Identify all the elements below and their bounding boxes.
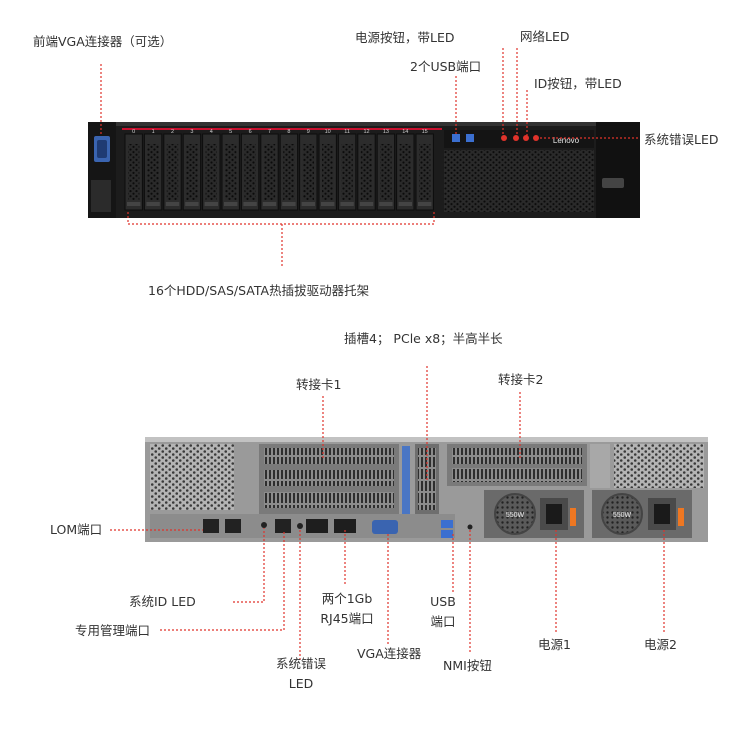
- id-button-icon: [523, 135, 529, 141]
- drive-bay: 10: [318, 129, 337, 211]
- network-led-icon: [513, 135, 519, 141]
- label-lom: LOM端口: [50, 522, 103, 537]
- psu-2: 550W: [592, 490, 692, 538]
- drive-bay-number: 14: [402, 129, 408, 135]
- label-front-vga: 前端VGA连接器（可选）: [33, 34, 173, 49]
- drive-bay-number: 4: [210, 129, 213, 135]
- front-vga-connector-icon: [94, 136, 110, 162]
- drive-bay-number: 9: [307, 129, 310, 135]
- label-rear-usb-line2: 端口: [430, 614, 456, 629]
- label-rear-error-led-line2: LED: [288, 676, 314, 691]
- label-riser2: 转接卡2: [498, 372, 544, 387]
- mgmt-port-icon: [275, 519, 291, 533]
- label-slot4: 插槽4； PCle x8；半高半长: [344, 331, 503, 346]
- label-system-id-led: 系统ID LED: [129, 594, 196, 609]
- label-rear-vga: VGA连接器: [357, 646, 422, 661]
- drive-bay-number: 13: [383, 129, 389, 135]
- label-rear-error-led: 系统错误 LED: [270, 656, 332, 692]
- leader-system-id-led: [233, 528, 265, 603]
- label-power-button: 电源按钮，带LED: [355, 30, 455, 45]
- lom-port-icon: [203, 519, 219, 533]
- label-psu2: 电源2: [644, 637, 677, 652]
- drive-bay-number: 0: [132, 129, 135, 135]
- drive-bay-number: 8: [287, 129, 290, 135]
- lenovo-logo: Lenovo: [553, 136, 580, 145]
- nmi-button-icon: [467, 524, 473, 530]
- drive-bay: 5: [221, 129, 240, 211]
- rj45-port-2-icon: [334, 519, 356, 533]
- label-rj45-line1: 两个1Gb: [321, 591, 373, 606]
- drive-bay: 15: [415, 129, 434, 211]
- rear-usb-port-2-icon: [441, 530, 453, 538]
- svg-text:550W: 550W: [613, 512, 632, 519]
- label-rear-usb-line1: USB: [430, 594, 456, 609]
- psu-1: 550W: [484, 490, 584, 538]
- drive-bay: 12: [357, 129, 376, 211]
- drive-bay: 13: [376, 129, 396, 211]
- label-drive-bays: 16个HDD/SAS/SATA热插拔驱动器托架: [148, 283, 370, 298]
- label-network-led: 网络LED: [520, 29, 570, 44]
- front-right-ear: [596, 122, 640, 218]
- rear-vga-connector-icon: [372, 520, 398, 534]
- svg-text:550W: 550W: [506, 512, 525, 519]
- leader-drive-bays: [127, 212, 435, 225]
- rear-usb-port-icon: [441, 520, 453, 528]
- system-error-led-rear-icon: [297, 523, 303, 529]
- front-usb-port-icon: [452, 134, 460, 142]
- leader-lines: [100, 48, 665, 660]
- drive-bay: 4: [202, 129, 221, 211]
- drive-bay-number: 2: [171, 129, 174, 135]
- label-mgmt-port: 专用管理端口: [75, 623, 151, 638]
- drive-bay: 6: [240, 129, 260, 211]
- drive-bay: 3: [182, 129, 202, 211]
- power-button-icon: [501, 135, 507, 141]
- front-vent: [444, 150, 594, 212]
- label-rear-usb: USB 端口: [425, 594, 461, 630]
- lom-port-2-icon: [225, 519, 241, 533]
- drive-bay-number: 6: [249, 129, 252, 135]
- front-usb-port-2-icon: [466, 134, 474, 142]
- label-riser1: 转接卡1: [296, 377, 342, 392]
- drive-bay: 7: [260, 129, 279, 211]
- drive-bay-number: 11: [344, 129, 350, 135]
- drive-bay: 0: [124, 129, 143, 211]
- slot4-latch: [402, 446, 410, 514]
- rear-right-vent: [614, 444, 704, 488]
- front-control-panel: [444, 130, 594, 148]
- drive-bay-number: 10: [325, 129, 331, 135]
- label-rj45-line2: RJ45端口: [320, 611, 374, 626]
- drive-bay-number: 7: [268, 129, 271, 135]
- label-id-button: ID按钮，带LED: [534, 76, 622, 91]
- drive-bay-number: 15: [422, 129, 428, 135]
- rear-chassis: 550W 550W: [145, 437, 708, 542]
- drive-bay-number: 1: [152, 129, 155, 135]
- drive-bay-number: 5: [229, 129, 232, 135]
- label-psu1: 电源1: [538, 637, 571, 652]
- label-system-error-led: 系统错误LED: [644, 132, 719, 147]
- label-rj45: 两个1Gb RJ45端口: [314, 591, 380, 627]
- drive-bay: 9: [299, 129, 318, 211]
- drive-bay: 2: [163, 129, 182, 211]
- system-id-led-icon: [261, 522, 267, 528]
- drive-bay-number: 3: [190, 129, 193, 135]
- drive-bay-number: 12: [363, 129, 369, 135]
- label-rear-error-led-line1: 系统错误: [275, 656, 326, 671]
- drive-bay: 14: [396, 129, 415, 211]
- label-nmi: NMI按钮: [443, 658, 492, 673]
- leader-mgmt-port: [160, 530, 285, 631]
- rj45-port-1-icon: [306, 519, 328, 533]
- rear-left-vent: [150, 444, 234, 510]
- drive-bay: 8: [279, 129, 299, 211]
- drive-bay: 11: [337, 129, 357, 211]
- drive-bay: 1: [143, 129, 163, 211]
- label-front-usb: 2个USB端口: [410, 59, 482, 74]
